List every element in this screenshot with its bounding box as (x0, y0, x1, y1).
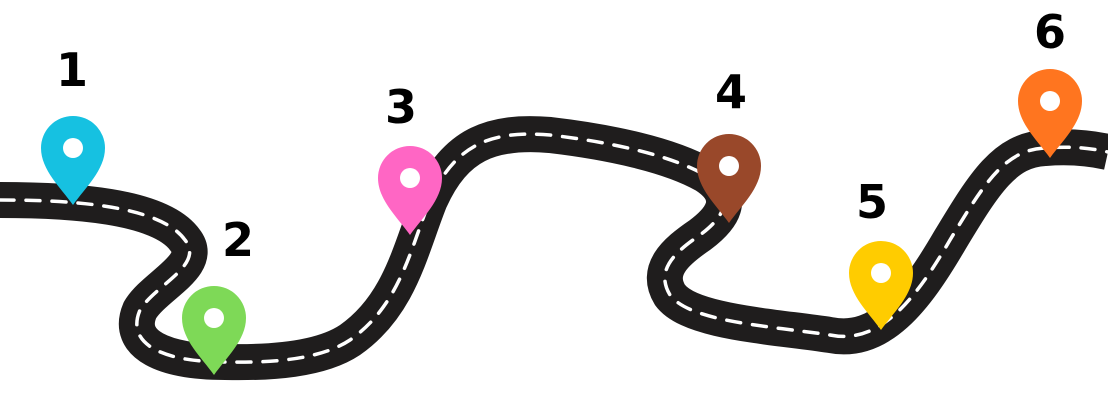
step-3-number: 3 (385, 80, 417, 134)
road (0, 134, 1108, 362)
step-6-number: 6 (1034, 5, 1066, 59)
step-5-number: 5 (856, 175, 888, 229)
road-body (0, 134, 1108, 362)
step-2-number: 2 (222, 213, 254, 267)
step-4-number: 4 (715, 65, 747, 119)
step-1-number: 1 (56, 43, 88, 97)
step-1: 1 (41, 43, 105, 205)
